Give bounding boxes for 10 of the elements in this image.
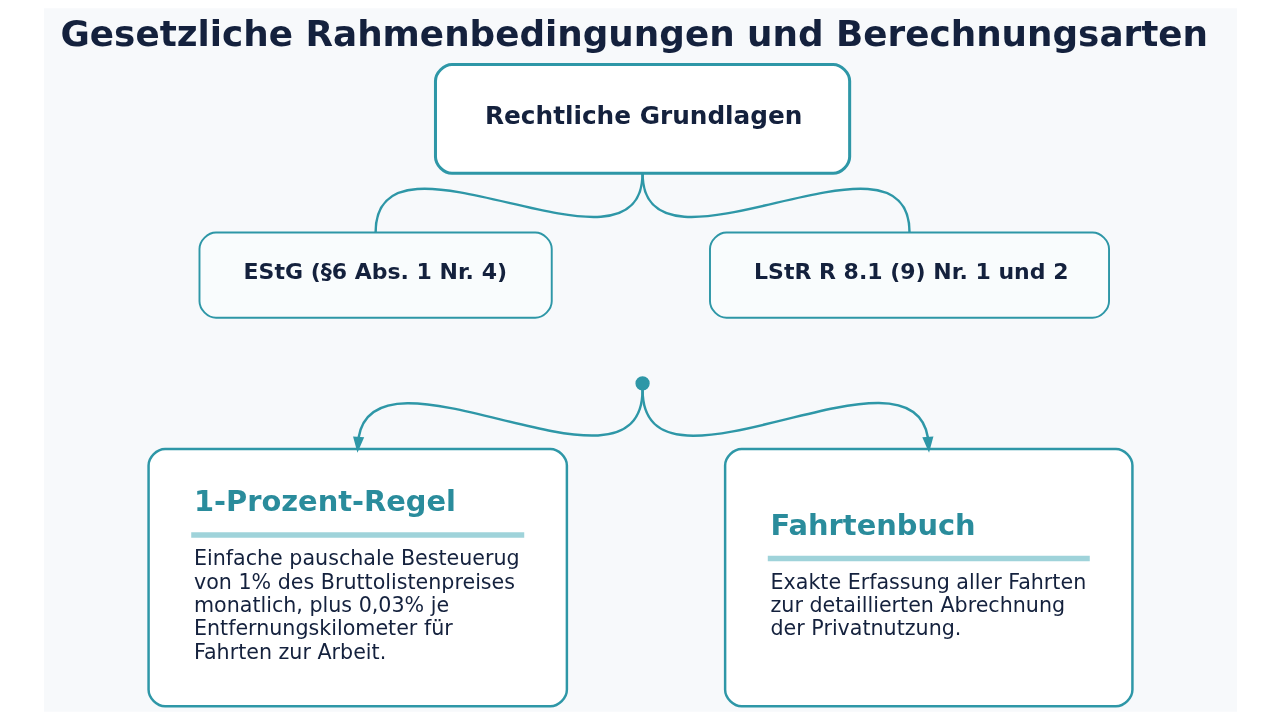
node-box: Fahrtenbuch Exakte Erfassung aller Fahrten zur detaillierten Abrechnung der Privatnutzung. bbox=[723, 447, 1134, 708]
connector bbox=[640, 173, 911, 233]
node-box: EStG (§6 Abs. 1 Nr. 4) bbox=[198, 231, 553, 319]
node-circle bbox=[634, 376, 650, 391]
arrow bbox=[640, 389, 933, 453]
diagram-title: Gesetzliche Rahmenbedingungen und Berechnungsarten bbox=[60, 13, 1208, 55]
node-box: LStR R 8.1 (9) Nr. 1 und 2 bbox=[708, 231, 1110, 319]
connector bbox=[373, 173, 644, 233]
node-box: 1-Prozent-Regel Einfache pauschale Besteuerug von 1% des Bruttolistenpreises monatlich, plus 0,03% je Entfernungskilometer für Fahrten zur Arbeit. bbox=[146, 447, 568, 708]
node-box: Rechtliche Grundlagen bbox=[433, 63, 851, 175]
